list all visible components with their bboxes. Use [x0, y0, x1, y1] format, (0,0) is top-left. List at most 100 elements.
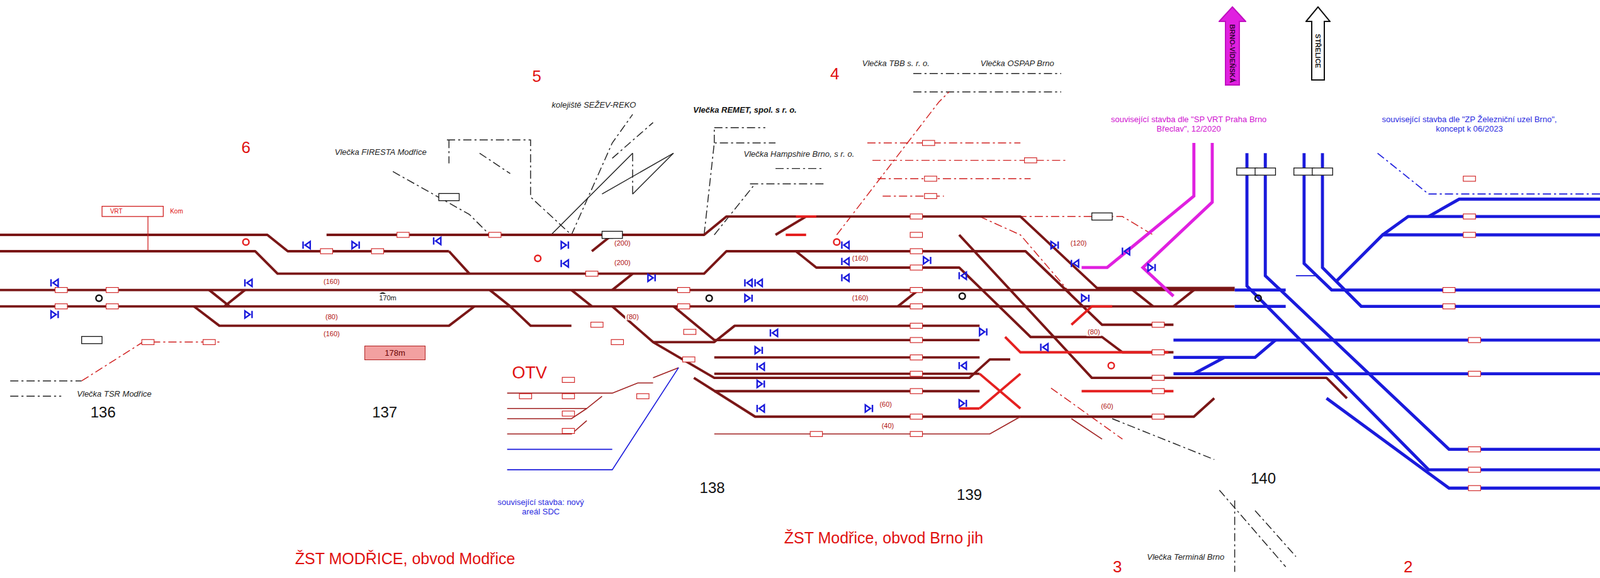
node-brno-thin-part: [1377, 152, 1600, 194]
main-tracks-part: [0, 305, 1235, 308]
track-markers-part: [1442, 287, 1455, 293]
track-markers-part: [55, 304, 68, 310]
track-markers-part: [1151, 349, 1164, 355]
siding-lines-part: [612, 122, 654, 159]
new-tracks-red-part: [979, 373, 1021, 409]
node-brno-tracks-part: [1382, 216, 1600, 235]
track-markers-part: [1463, 176, 1476, 182]
signals-part: [95, 295, 102, 302]
track-markers-part: [106, 287, 119, 293]
speed-label: (40): [880, 421, 896, 430]
track-markers-part: [910, 214, 923, 220]
siding-lines-red-part: [836, 91, 949, 235]
track-markers-part: [438, 193, 459, 201]
siding-lines-red-part: [872, 159, 1067, 161]
siding-lines-part: [631, 152, 633, 194]
track-markers-part: [397, 232, 410, 238]
thin-tracks-part: [714, 416, 1021, 435]
main-tracks-part: [612, 306, 1011, 379]
track-markers-part: [810, 431, 823, 437]
zone-number: 6: [239, 138, 252, 158]
signals-part: [706, 295, 713, 302]
track-markers-part: [922, 140, 935, 146]
track-markers-part: [1468, 371, 1481, 377]
signals-part: [757, 380, 765, 388]
track-markers-part: [910, 371, 923, 377]
track-markers-part: [1312, 168, 1333, 175]
main-tracks-part: [673, 306, 980, 341]
new-tracks-red-part: [1071, 306, 1113, 325]
siding-name: Vlečka TSR Modřice: [75, 388, 153, 399]
main-tracks-part: [714, 356, 981, 359]
track-markers-part: [910, 388, 923, 394]
section-number: 140: [1249, 470, 1278, 488]
track-markers-part: [924, 193, 937, 199]
direction-text: BRNO-VÍDEŇSKÁ: [1228, 24, 1237, 84]
siding-lines-red-part: [887, 216, 1154, 235]
main-tracks-part: [448, 251, 469, 274]
track-markers-part: [910, 354, 923, 361]
siding-lines-part: [1112, 418, 1215, 460]
speed-label: (60): [1099, 402, 1115, 411]
track-markers-part: [910, 414, 923, 420]
siding-lines-part: [913, 91, 1062, 92]
track-markers-part: [1463, 232, 1476, 238]
track-markers-part: [1151, 322, 1164, 328]
siding-solid: [550, 152, 674, 235]
main-tracks-part: [1132, 290, 1154, 307]
track-markers-part: [1468, 467, 1481, 473]
track-markers-part: [106, 304, 119, 310]
track-markers-part: [489, 232, 502, 238]
signals-part: [50, 310, 58, 318]
track-markers-part: [585, 271, 598, 277]
signals-part: [755, 346, 763, 354]
new-tracks-red-part: [959, 407, 980, 410]
new-tracks-red-part: [979, 373, 1021, 409]
track-markers-part: [1294, 168, 1315, 175]
node-brno-tracks-part: [1234, 304, 1286, 308]
track-markers-part: [371, 248, 384, 254]
signals-part: [1122, 247, 1130, 255]
node-brno-tracks: [1173, 152, 1600, 488]
track-label: Kom: [168, 207, 185, 216]
project-note: související stavba: nový areál SDC: [492, 497, 590, 517]
signals-part: [1255, 295, 1262, 302]
track-markers-part: [1463, 214, 1476, 220]
section-number: 137: [370, 403, 399, 422]
track-markers-part: [910, 322, 923, 328]
main-tracks-part: [0, 251, 1174, 325]
main-tracks-part: [693, 377, 1215, 417]
siding-lines-part: [448, 139, 450, 164]
zone-number: 3: [1111, 557, 1123, 577]
node-brno-thin-part: [507, 448, 613, 451]
new-tracks-red-part: [1005, 336, 1169, 352]
speed-label: (120): [1069, 239, 1089, 248]
track-markers-part: [1255, 168, 1276, 175]
track-markers-part: [562, 428, 575, 434]
track-label: VRT: [108, 207, 124, 216]
signals-part: [1148, 263, 1155, 271]
new-tracks-red-part: [785, 233, 806, 237]
siding-lines-part: [446, 139, 572, 235]
siding-lines-part: [1219, 490, 1286, 568]
track-markers-part: [601, 230, 622, 238]
main-tracks-part: [714, 389, 981, 393]
signals-part: [841, 258, 849, 265]
node-brno-tracks-part: [1428, 198, 1600, 217]
node-brno-tracks-part: [1173, 339, 1276, 358]
node-brno-tracks-part: [1173, 338, 1600, 342]
siding-lines-part: [10, 380, 82, 381]
siding-lines-part: [479, 152, 511, 174]
thin-tracks-part: [1071, 418, 1103, 439]
siding-lines-part: [10, 395, 62, 397]
track-markers-part: [81, 336, 102, 344]
node-brno-tracks-part: [1304, 152, 1600, 290]
main-tracks-part: [224, 290, 245, 307]
signals-part: [841, 273, 849, 281]
zone-number: 5: [531, 67, 543, 87]
siding-lines-part: [714, 183, 756, 235]
siding-name: kolejiště SEŽEV-REKO: [550, 100, 638, 111]
signals-part: [1041, 343, 1048, 351]
signals-part: [1051, 241, 1059, 249]
main-tracks-part: [612, 273, 633, 291]
